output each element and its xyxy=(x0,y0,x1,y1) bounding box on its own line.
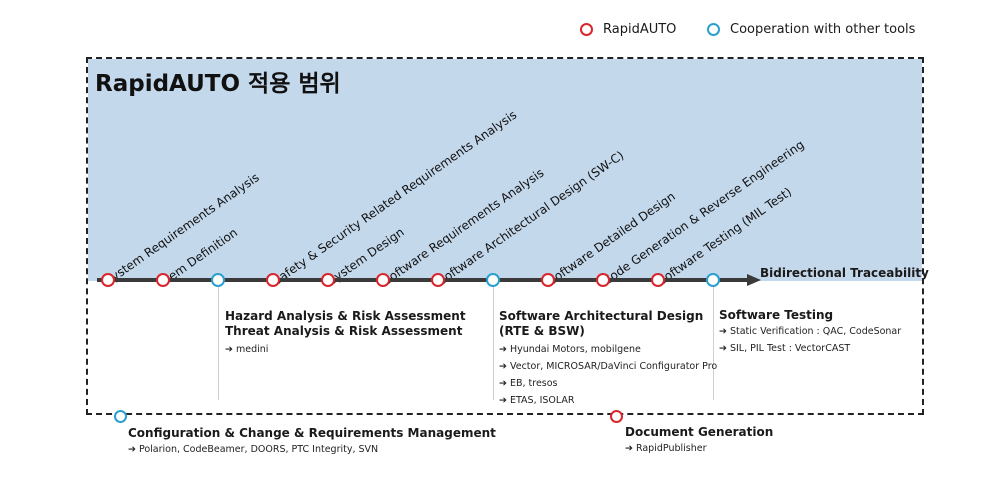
timeline-node xyxy=(596,273,610,287)
scope-frame xyxy=(86,57,924,415)
legend-rapidauto: RapidAUTO xyxy=(580,22,676,37)
timeline-node xyxy=(706,273,720,287)
timeline-node xyxy=(541,273,555,287)
scope-background xyxy=(88,59,922,281)
axis-label: Bidirectional Traceability xyxy=(760,266,929,280)
docgen-node xyxy=(610,410,623,423)
block-title: Software Architectural Design xyxy=(499,309,704,323)
timeline-node xyxy=(101,273,115,287)
block-title: Document Generation xyxy=(625,425,774,439)
legend-cooperation: Cooperation with other tools xyxy=(707,22,915,37)
legend-label: Cooperation with other tools xyxy=(730,22,916,37)
block-title: Software Testing xyxy=(719,308,834,322)
timeline-node xyxy=(266,273,280,287)
config-node xyxy=(114,410,127,423)
list-item: ➔Static Verification : QAC, CodeSonar xyxy=(719,326,902,337)
config-management-block: Configuration & Change & Requirements Ma… xyxy=(128,426,496,458)
block-title: Configuration & Change & Requirements Ma… xyxy=(128,426,496,440)
list-item: ➔medini xyxy=(225,344,269,355)
document-generation-block: Document Generation ➔RapidPublisher xyxy=(625,425,773,457)
timeline-node xyxy=(211,273,225,287)
divider xyxy=(713,287,714,400)
hazard-analysis-block: Hazard Analysis & Risk Assessment Threat… xyxy=(225,309,466,358)
list-item: ➔RapidPublisher xyxy=(625,443,707,454)
arrow-right-icon xyxy=(747,274,761,286)
block-title: Hazard Analysis & Risk Assessment xyxy=(225,309,466,323)
block-title: Threat Analysis & Risk Assessment xyxy=(225,324,463,338)
list-item: ➔Polarion, CodeBeamer, DOORS, PTC Integr… xyxy=(128,444,379,455)
block-title: (RTE & BSW) xyxy=(499,324,585,338)
timeline-node xyxy=(486,273,500,287)
divider xyxy=(493,287,494,400)
list-item: ➔EB, tresos xyxy=(499,378,558,389)
arch-design-block: Software Architectural Design (RTE & BSW… xyxy=(499,309,717,409)
list-item: ➔ETAS, ISOLAR xyxy=(499,395,575,406)
timeline-node xyxy=(431,273,445,287)
traceability-axis xyxy=(97,278,749,282)
timeline-node xyxy=(321,273,335,287)
timeline-node xyxy=(156,273,170,287)
timeline-node xyxy=(376,273,390,287)
blue-circle-icon xyxy=(707,23,720,36)
list-item: ➔Vector, MICROSAR/DaVinci Configurator P… xyxy=(499,361,718,372)
red-circle-icon xyxy=(580,23,593,36)
legend-label: RapidAUTO xyxy=(603,22,677,37)
timeline-node xyxy=(651,273,665,287)
list-item: ➔SIL, PIL Test : VectorCAST xyxy=(719,343,851,354)
page-title: RapidAUTO 적용 범위 xyxy=(95,71,341,97)
list-item: ➔Hyundai Motors, mobilgene xyxy=(499,344,641,355)
software-testing-block: Software Testing ➔Static Verification : … xyxy=(719,308,901,357)
divider xyxy=(218,287,219,400)
